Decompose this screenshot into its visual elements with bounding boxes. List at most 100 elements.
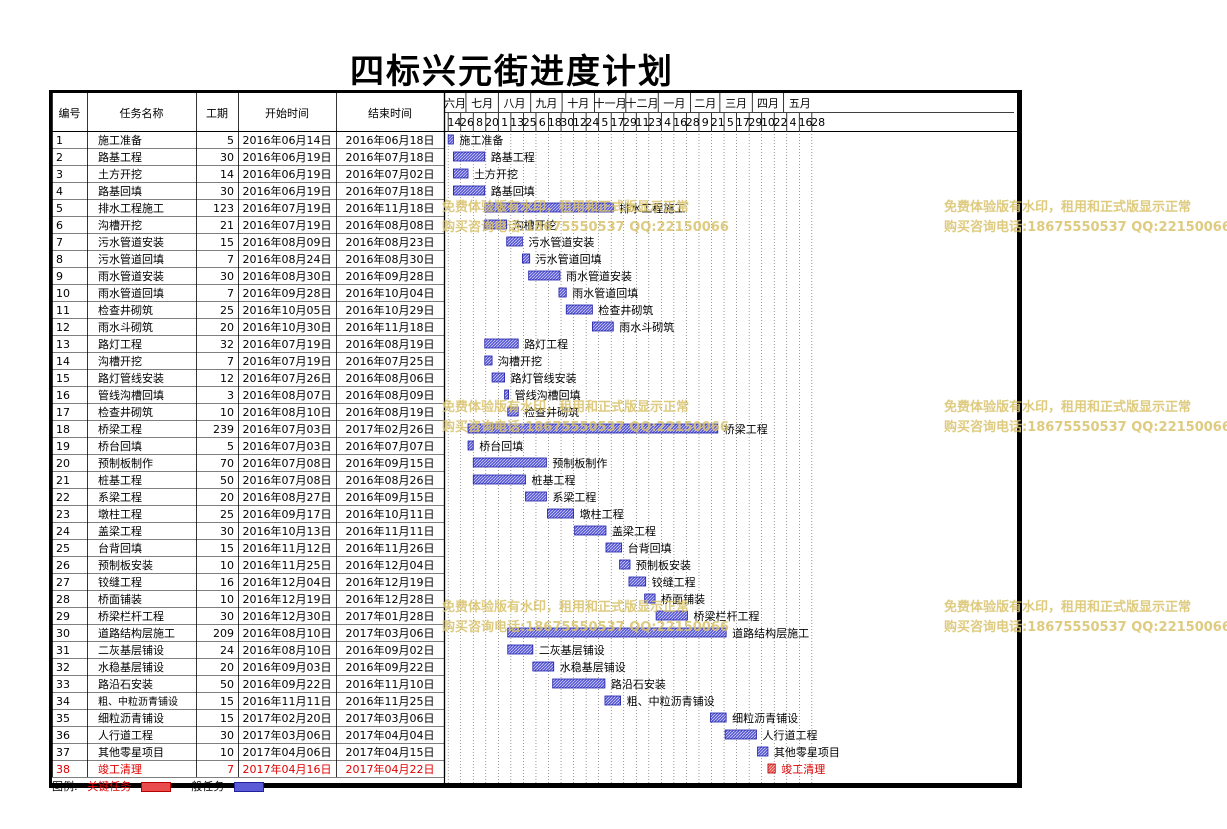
watermark-line-2: 购买咨询电话:18675550537 QQ:22150066 <box>442 220 729 235</box>
day-tick-label: 17 <box>736 116 750 129</box>
task-end: 2017年04月22日 <box>346 762 435 776</box>
task-name: 路基工程 <box>98 151 142 164</box>
task-id: 13 <box>56 338 70 351</box>
legend-normal-swatch <box>233 782 264 792</box>
task-name: 施工准备 <box>98 133 142 147</box>
task-end: 2016年09月15日 <box>346 456 435 470</box>
task-start: 2016年11月11日 <box>243 694 332 708</box>
task-start: 2016年09月28日 <box>243 286 332 300</box>
task-end: 2016年08月23日 <box>346 235 435 249</box>
task-bar <box>574 525 607 536</box>
task-start: 2016年11月25日 <box>243 558 332 572</box>
task-end: 2016年08月19日 <box>346 337 435 351</box>
day-tick-label: 25 <box>523 116 537 129</box>
task-name: 水稳基层铺设 <box>98 660 164 674</box>
task-end: 2016年12月28日 <box>346 592 435 606</box>
task-duration: 25 <box>220 304 234 317</box>
task-name: 桩基工程 <box>98 473 142 487</box>
task-id: 31 <box>56 644 70 657</box>
col-header-name: 任务名称 <box>120 106 164 120</box>
task-end: 2016年08月06日 <box>346 371 435 385</box>
task-bar-label: 细粒沥青铺设 <box>732 711 798 725</box>
task-end: 2016年06月18日 <box>346 133 435 147</box>
task-duration: 21 <box>220 219 234 232</box>
task-bar <box>507 644 534 655</box>
day-tick-label: 23 <box>648 116 662 129</box>
day-tick-label: 16 <box>799 116 813 129</box>
task-end: 2016年08月26日 <box>346 473 435 487</box>
task-duration: 14 <box>220 168 234 181</box>
watermark-line-2: 购买咨询电话:18675550537 QQ:22150066 <box>442 620 729 635</box>
task-id: 14 <box>56 355 70 368</box>
task-start: 2017年02月20日 <box>243 711 332 725</box>
watermark-line-2: 购买咨询电话:18675550537 QQ:22150066 <box>442 420 729 435</box>
task-bar-label: 桩基工程 <box>532 473 576 487</box>
task-start: 2017年03月06日 <box>243 728 332 742</box>
task-bar-label: 盖梁工程 <box>612 524 656 538</box>
task-start: 2016年07月03日 <box>243 439 332 453</box>
watermark-line-1: 免费体验版有水印，租用和正式版显示正常 <box>442 600 690 615</box>
task-bar-label: 预制板制作 <box>552 456 607 470</box>
task-duration: 10 <box>220 593 234 606</box>
task-end: 2016年12月04日 <box>346 558 435 572</box>
task-bar <box>547 508 574 519</box>
month-label: 一月 <box>663 97 685 110</box>
task-bar <box>506 236 523 247</box>
col-header-end: 结束时间 <box>368 107 412 120</box>
task-start: 2016年07月19日 <box>243 201 332 215</box>
task-id: 24 <box>56 525 70 538</box>
task-end: 2017年04月04日 <box>346 728 435 742</box>
task-id: 30 <box>56 627 70 640</box>
task-start: 2016年06月19日 <box>243 184 332 198</box>
day-tick-label: 29 <box>748 116 762 129</box>
task-id: 38 <box>56 763 70 776</box>
legend-normal-label: 一般任务 <box>180 780 225 792</box>
task-bar-label: 人行道工程 <box>762 728 817 742</box>
day-tick-label: 11 <box>636 116 650 129</box>
task-name: 铰缝工程 <box>98 575 142 589</box>
task-duration: 7 <box>227 355 234 368</box>
task-bar-label: 台背回填 <box>628 541 672 555</box>
task-end: 2017年03月06日 <box>346 626 435 640</box>
task-end: 2016年11月11日 <box>346 524 435 538</box>
task-bar <box>558 287 567 298</box>
task-bar <box>528 270 561 281</box>
task-duration: 50 <box>220 678 234 691</box>
task-bar <box>467 423 719 434</box>
task-id: 28 <box>56 593 70 606</box>
task-id: 16 <box>56 389 70 402</box>
task-duration: 30 <box>220 151 234 164</box>
task-bar-label: 土方开挖 <box>474 167 518 181</box>
task-name: 系梁工程 <box>98 490 142 504</box>
col-header-duration: 工期 <box>206 107 228 120</box>
task-id: 4 <box>56 185 63 198</box>
task-end: 2016年12月19日 <box>346 575 435 589</box>
task-bar-label: 检查井砌筑 <box>524 405 579 419</box>
task-bar <box>507 406 519 417</box>
task-name: 预制板制作 <box>98 456 153 470</box>
watermark-line-2: 购买咨询电话:18675550537 QQ:22150066 <box>944 220 1227 235</box>
task-bar <box>447 134 454 145</box>
day-tick-label: 14 <box>447 116 461 129</box>
watermark: 免费体验版有水印，租用和正式版显示正常 购买咨询电话:18675550537 Q… <box>944 198 1227 238</box>
task-start: 2016年11月12日 <box>243 541 332 555</box>
task-duration: 7 <box>227 287 234 300</box>
task-duration: 24 <box>220 644 234 657</box>
task-name: 桥面铺装 <box>98 593 142 606</box>
task-bar <box>655 610 688 621</box>
task-start: 2017年04月06日 <box>243 745 332 759</box>
day-tick-label: 13 <box>510 116 524 129</box>
month-label: 二月 <box>694 97 716 110</box>
task-duration: 7 <box>227 253 234 266</box>
day-tick-label: 26 <box>460 116 474 129</box>
task-start: 2016年08月24日 <box>243 252 332 266</box>
watermark-line-1: 免费体验版有水印，租用和正式版显示正常 <box>442 400 690 415</box>
watermark-line-1: 免费体验版有水印，租用和正式版显示正常 <box>944 400 1192 415</box>
task-id: 6 <box>56 219 63 232</box>
task-name: 盖梁工程 <box>98 524 142 538</box>
task-id: 18 <box>56 423 70 436</box>
task-end: 2016年09月15日 <box>346 490 435 504</box>
task-end: 2016年10月04日 <box>346 286 435 300</box>
task-duration: 32 <box>220 338 234 351</box>
task-name: 沟槽开挖 <box>98 218 142 232</box>
